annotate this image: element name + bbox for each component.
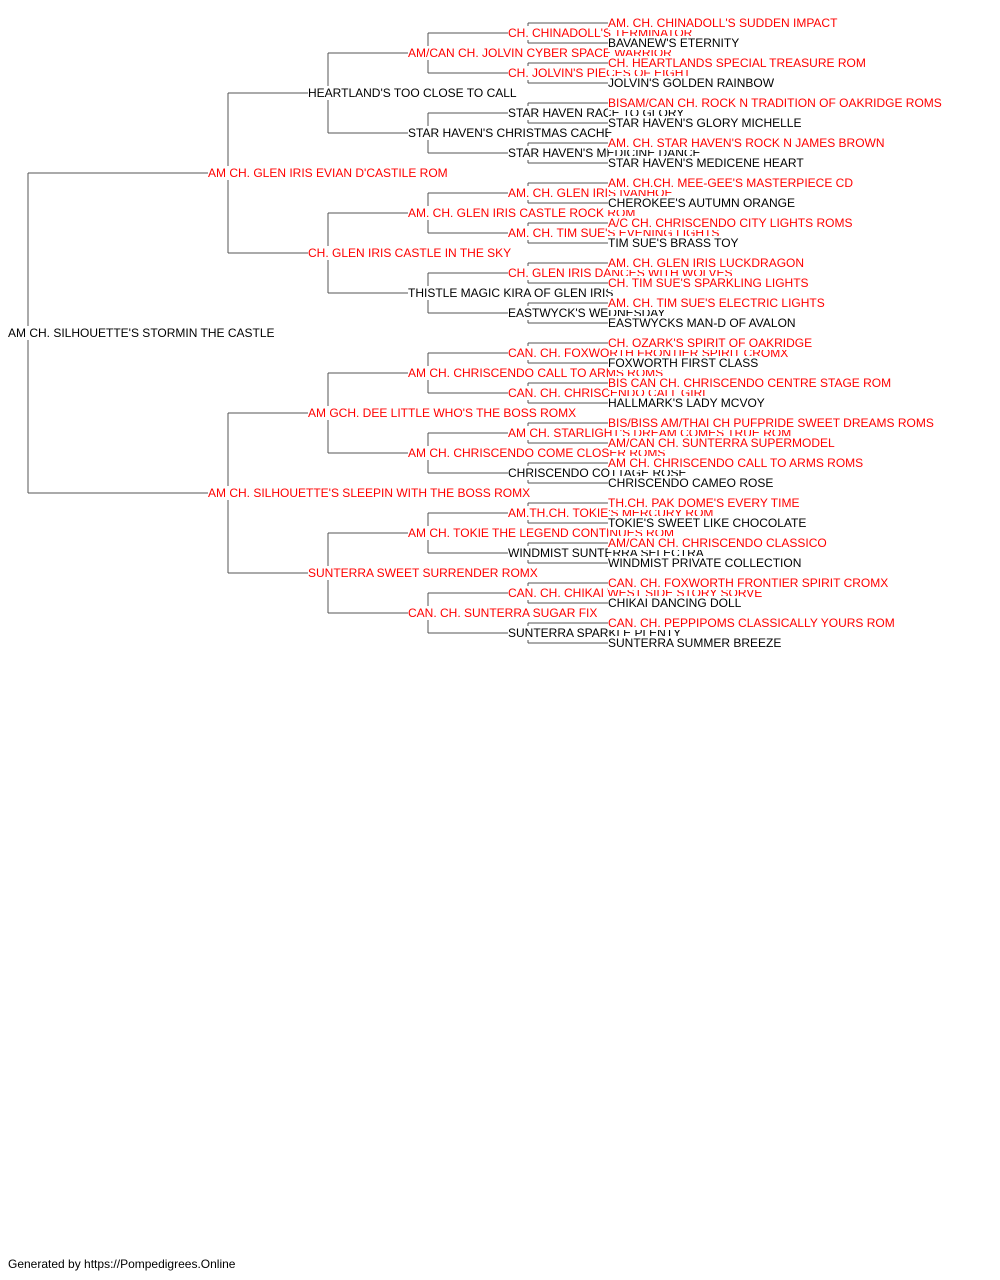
ancestor-name: AM/CAN CH. SUNTERRA SUPERMODEL	[608, 436, 837, 450]
ancestor-name: SUNTERRA SUMMER BREEZE	[608, 636, 784, 650]
ancestor-name: HALLMARK'S LADY MCVOY	[608, 396, 767, 410]
ancestor-name: STAR HAVEN'S CHRISTMAS CACHE	[408, 126, 615, 140]
ancestor-name: AM GCH. DEE LITTLE WHO'S THE BOSS ROMX	[308, 406, 579, 420]
ancestor-name: AM. CH. GLEN IRIS LUCKDRAGON	[608, 256, 807, 270]
ancestor-name: CAN. CH. PEPPIPOMS CLASSICALLY YOURS ROM	[608, 616, 897, 630]
ancestor-name: AM/CAN CH. JOLVIN CYBER SPACE WARRIOR	[408, 46, 674, 60]
ancestor-name: BAVANEW'S ETERNITY	[608, 36, 742, 50]
ancestor-name: JOLVIN'S GOLDEN RAINBOW	[608, 76, 777, 90]
ancestor-name: A/C CH. CHRISCENDO CITY LIGHTS ROMS	[608, 216, 855, 230]
ancestor-name: CHIKAI DANCING DOLL	[608, 596, 744, 610]
ancestor-name: SUNTERRA SWEET SURRENDER ROMX	[308, 566, 540, 580]
ancestor-name: STAR HAVEN'S GLORY MICHELLE	[608, 116, 804, 130]
ancestor-name: AM. CH. GLEN IRIS CASTLE ROCK ROM	[408, 206, 638, 220]
ancestor-name: BIS/BISS AM/THAI CH PUFPRIDE SWEET DREAM…	[608, 416, 936, 430]
generated-by-footer: Generated by https://Pompedigrees.Online	[8, 1257, 236, 1271]
ancestor-name: CH. HEARTLANDS SPECIAL TREASURE ROM	[608, 56, 868, 70]
ancestor-name: AM CH. CHRISCENDO CALL TO ARMS ROMS	[608, 456, 866, 470]
ancestor-name: CH. GLEN IRIS CASTLE IN THE SKY	[308, 246, 514, 260]
ancestor-name: AM CH. GLEN IRIS EVIAN D'CASTILE ROM	[208, 166, 450, 180]
subject-dog-name: AM CH. SILHOUETTE'S STORMIN THE CASTLE	[8, 326, 277, 340]
ancestor-name: TOKIE'S SWEET LIKE CHOCOLATE	[608, 516, 809, 530]
ancestor-name: FOXWORTH FIRST CLASS	[608, 356, 761, 370]
ancestor-name: CH. TIM SUE'S SPARKLING LIGHTS	[608, 276, 811, 290]
ancestor-name: AM. CH. STAR HAVEN'S ROCK N JAMES BROWN	[608, 136, 887, 150]
ancestor-name: TH.CH. PAK DOME'S EVERY TIME	[608, 496, 802, 510]
ancestor-name: AM. CH.CH. MEE-GEE'S MASTERPIECE CD	[608, 176, 855, 190]
ancestor-name: CAN. CH. SUNTERRA SUGAR FIX	[408, 606, 600, 620]
ancestor-name: AM CH. CHRISCENDO CALL TO ARMS ROMS	[408, 366, 666, 380]
ancestor-name: WINDMIST PRIVATE COLLECTION	[608, 556, 804, 570]
ancestor-name: AM CH. SILHOUETTE'S SLEEPIN WITH THE BOS…	[208, 486, 533, 500]
ancestor-name: BIS CAN CH. CHRISCENDO CENTRE STAGE ROM	[608, 376, 894, 390]
ancestor-name: CHRISCENDO CAMEO ROSE	[608, 476, 776, 490]
ancestor-name: CAN. CH. FOXWORTH FRONTIER SPIRIT CROMX	[608, 576, 891, 590]
ancestor-name: AM CH. CHRISCENDO COME CLOSER ROMS	[408, 446, 668, 460]
ancestor-name: AM. CH. TIM SUE'S ELECTRIC LIGHTS	[608, 296, 827, 310]
ancestor-name: CHEROKEE'S AUTUMN ORANGE	[608, 196, 797, 210]
ancestor-name: AM/CAN CH. CHRISCENDO CLASSICO	[608, 536, 829, 550]
ancestor-name: BISAM/CAN CH. ROCK N TRADITION OF OAKRID…	[608, 96, 944, 110]
ancestor-name: AM. CH. CHINADOLL'S SUDDEN IMPACT	[608, 16, 840, 30]
ancestor-name: CH. OZARK'S SPIRIT OF OAKRIDGE	[608, 336, 815, 350]
ancestor-name: THISTLE MAGIC KIRA OF GLEN IRIS	[408, 286, 616, 300]
ancestor-name: HEARTLAND'S TOO CLOSE TO CALL	[308, 86, 519, 100]
ancestor-name: EASTWYCKS MAN-D OF AVALON	[608, 316, 798, 330]
ancestor-name: TIM SUE'S BRASS TOY	[608, 236, 741, 250]
ancestor-name: STAR HAVEN'S MEDICENE HEART	[608, 156, 806, 170]
